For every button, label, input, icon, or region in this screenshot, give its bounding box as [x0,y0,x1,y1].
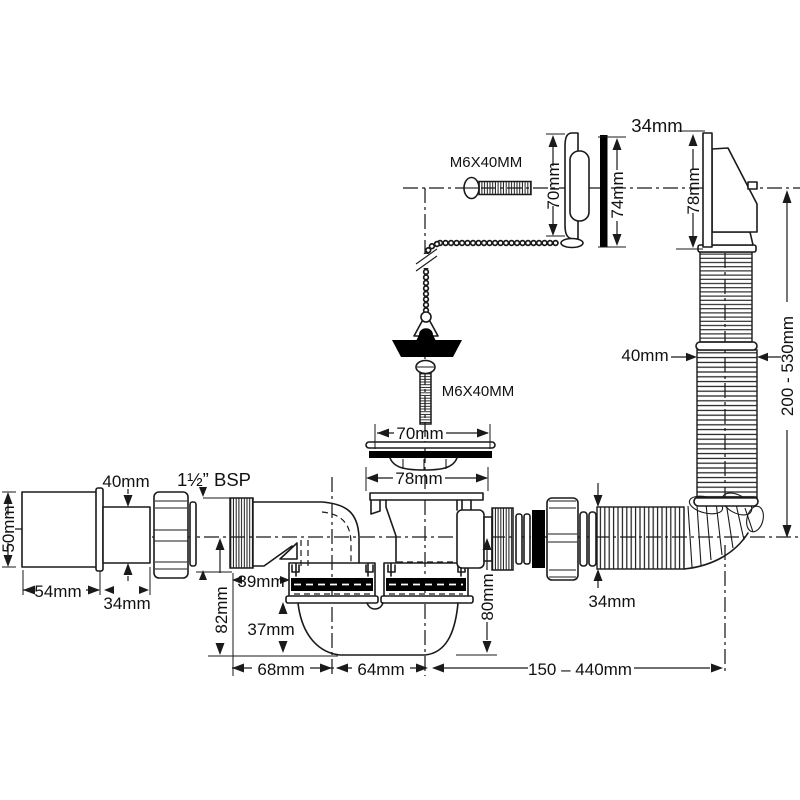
outlet-hose-group [491,492,764,581]
hose-bend-outer-edge [683,532,749,570]
hose-bend-fan [687,501,754,568]
outlet-spigot-step [483,516,493,562]
right-cup-notches [387,564,466,573]
outlet-threads [491,507,514,571]
overflow-hose-upper [699,251,753,343]
hose-bend-loop-3 [746,505,764,533]
label-reducer-diameter: 50mm [0,505,18,552]
dimension-lines [2,130,792,676]
outlet-washer-2 [523,513,531,565]
mid-screw-shaft [419,372,432,425]
strainer-dome-ticks [402,459,447,470]
hose-ring-1 [579,511,588,567]
extension-lines-bottom [2,491,497,676]
right-cup-lip [380,595,474,604]
dimension-labels: M6X40MM 70mm 74mm 34mm 78mm 200 - 530mm … [0,115,797,679]
label-overflow-plate-height: 78mm [684,167,703,214]
chain-break-gap [415,254,437,268]
label-thread-size: 1½” BSP [177,469,251,490]
top-screw-shaft [478,180,532,196]
bsp-threaded-pipe [229,497,254,569]
waste-flange-foot-left [370,499,381,515]
label-overflow-note: 34mm [631,115,682,136]
overflow-body [711,147,758,233]
strainer-flange-group [365,441,496,471]
bath-plug [392,340,462,357]
label-outlet-depth: 80mm [478,573,497,620]
left-cup-lip [285,595,379,604]
left-cup-notches [291,564,374,573]
label-seat-span: 64mm [357,660,404,679]
hose-ring-2 [588,511,597,567]
inlet-elbow-bottom [252,545,293,567]
inlet-elbow-top [252,501,360,564]
reducer-connector-group [21,487,254,579]
label-top-screw-spec: M6X40MM [450,154,523,171]
reducer-spigot-outline [102,506,151,564]
plug-flange-boss [569,150,590,222]
label-outlet-hose-length: 150 – 440mm [528,660,632,679]
overflow-face-plate [702,132,713,248]
label-inlet-pipe-diameter: 40mm [102,472,149,491]
waste-flange-bar [369,492,484,501]
label-seal-washer-height: 74mm [608,171,627,218]
label-flange-diameter: 78mm [395,469,442,488]
label-bowl-depth: 37mm [247,620,294,639]
plug-chain-group [392,132,608,425]
dim-arrows [3,134,792,673]
overflow-body-notch [747,181,758,190]
label-outlet-hose-diameter: 34mm [588,592,635,611]
trap-weir-arc [366,602,384,610]
trap-body-group [252,492,493,656]
inlet-elbow-tab [279,542,298,560]
label-strainer-diameter: 70mm [396,424,443,443]
chain-toggle-pin [560,237,584,249]
dim-lines-vertical-top [552,143,788,531]
outlet-oring [532,510,545,568]
washer-left [189,501,197,567]
label-plug-flange-height: 70mm [544,162,563,209]
label-mid-screw-spec: M6X40MM [442,383,515,400]
reducer-pipe-outline [21,491,98,568]
outlet-spigot [456,509,485,569]
plug-ring [420,311,432,323]
reducer-flange-ring [95,487,104,572]
label-overflow-hose-length: 200 - 530mm [778,316,797,416]
label-overflow-hose-diameter: 40mm [621,346,668,365]
inlet-hidden-lines [300,540,309,566]
right-cup-walls [383,562,469,598]
strainer-disc-edge [365,441,496,449]
label-trap-depth: 82mm [212,586,231,633]
overflow-group [693,132,759,507]
strainer-gasket [369,451,492,458]
seal-washer-bar [600,135,608,247]
label-inlet-length: 39mm [237,572,284,591]
extension-lines-top [546,130,705,250]
outlet-washer-1 [515,513,523,565]
label-inlet-span: 68mm [257,660,304,679]
label-reducer-length: 54mm [34,582,81,601]
compression-nut-left [153,491,189,579]
overflow-hose-lower [696,349,758,499]
trap-bowl-outline [297,602,459,656]
extension-lines-strainer [365,424,491,491]
inlet-hidden-bore [321,511,352,562]
waste-body-left-wall [385,499,397,563]
compression-nut-right [546,497,579,581]
horizontal-corrugated-hose [596,506,685,570]
plug-knob [416,328,436,341]
nut-right-grooves [548,500,577,578]
overflow-hose-joint-ring [695,341,758,351]
nut-left-grooves [154,500,188,570]
label-reducer-spigot-length: 34mm [103,594,150,613]
chain-break-marks [415,248,438,272]
